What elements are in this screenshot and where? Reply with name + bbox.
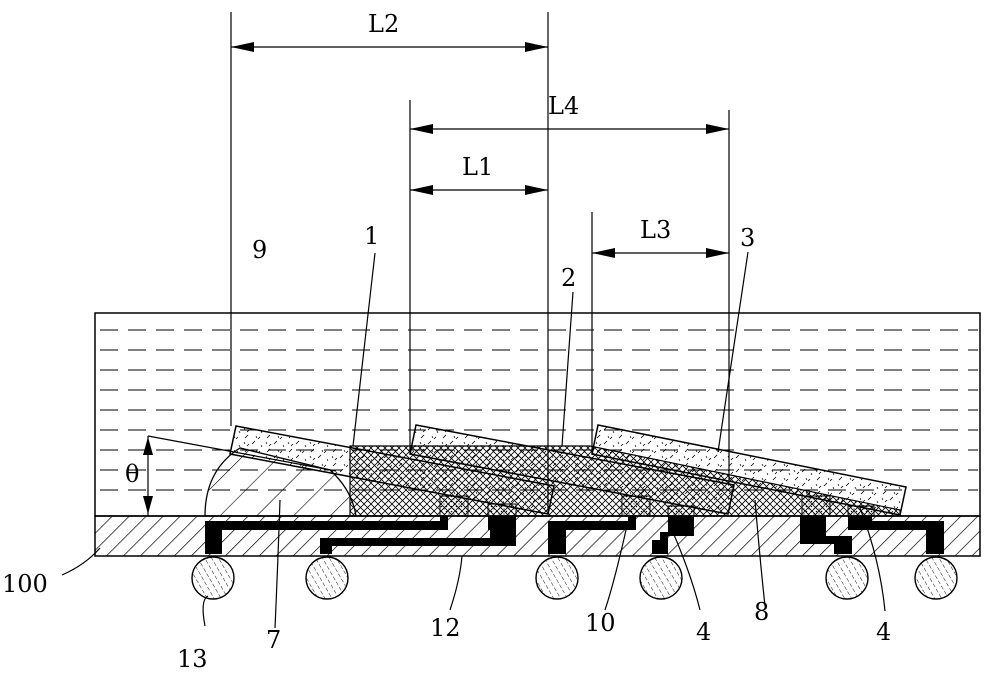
chip-3 xyxy=(591,424,907,516)
dimension-label-L2: L2 xyxy=(368,10,399,38)
part-label-3: 3 xyxy=(740,224,755,252)
part-label-1: 1 xyxy=(364,222,379,250)
part-label-12: 12 xyxy=(430,614,461,642)
dimension-label-L4: L4 xyxy=(548,92,579,120)
part-label-7: 7 xyxy=(266,626,281,654)
part-label-2: 2 xyxy=(561,264,576,292)
dimension-label-L1: L1 xyxy=(462,153,493,181)
part-label-13: 13 xyxy=(177,645,208,673)
dimension-label-L3: L3 xyxy=(640,216,671,244)
wiring xyxy=(205,516,944,554)
dimension-arrows xyxy=(143,42,729,514)
chip-stack xyxy=(229,424,907,516)
solder-balls xyxy=(191,556,958,600)
part-label-10: 10 xyxy=(585,609,616,637)
part-label-9: 9 xyxy=(252,236,267,264)
angle-label-theta: θ xyxy=(125,460,139,488)
leader-lines xyxy=(61,251,886,629)
chip-2 xyxy=(409,424,735,515)
part-label-8: 8 xyxy=(754,598,769,626)
part-label-4-center: 4 xyxy=(696,618,711,646)
part-label-100: 100 xyxy=(2,570,48,598)
dimension-lines xyxy=(147,12,730,516)
part-label-4-right: 4 xyxy=(876,618,891,646)
